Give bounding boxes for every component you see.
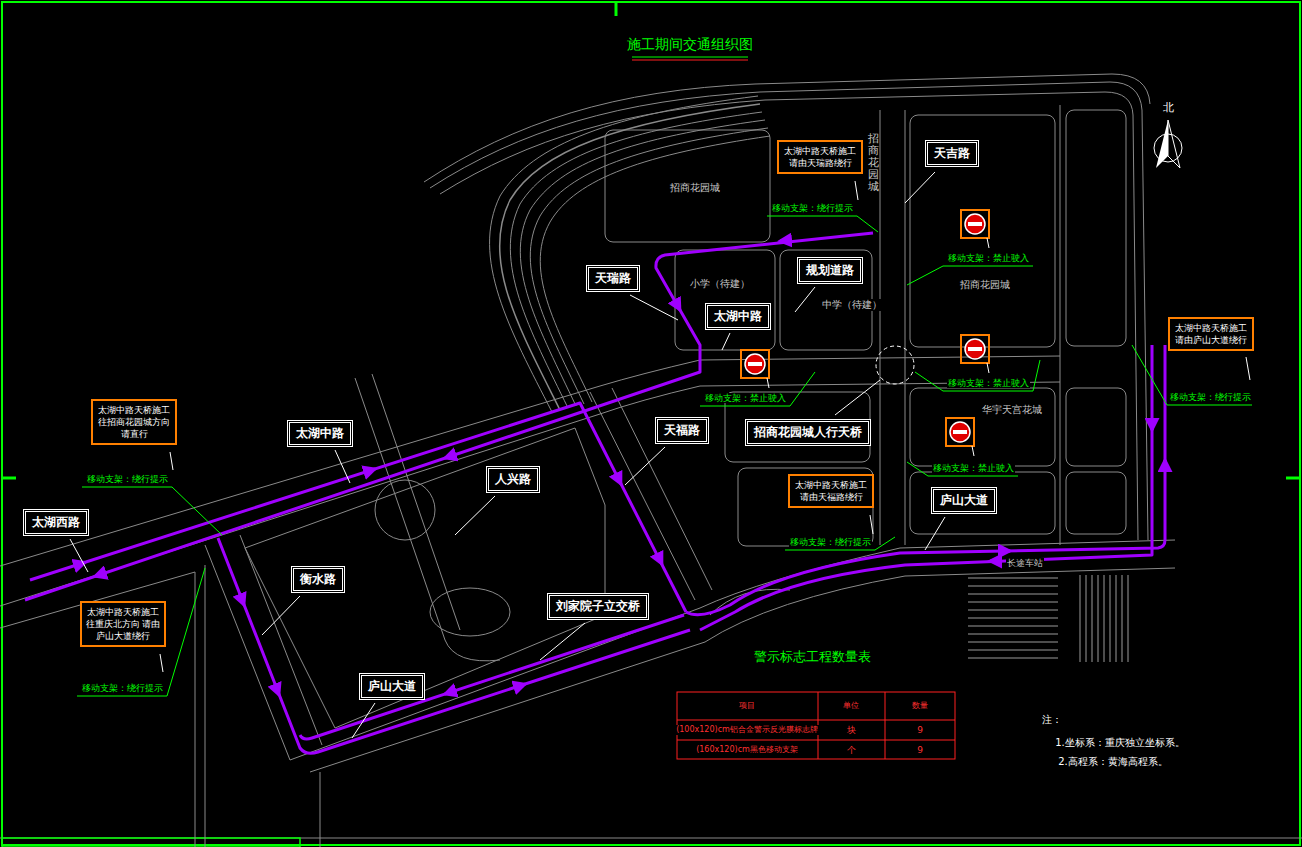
table-cell: 数量 [911, 701, 929, 711]
sign-text: 太湖中路天桥施工 请由天瑞路绕行 [781, 145, 859, 169]
road-name: 太湖中路 [714, 309, 762, 324]
road-name-box: 人兴路 [486, 466, 540, 493]
sign-caption: 移动支架：禁止驶入 [947, 378, 1030, 389]
note: 注： [1041, 714, 1063, 726]
sign-caption: 移动支架：禁止驶入 [932, 463, 1015, 474]
road-name-box: 刘家院子立交桥 [547, 593, 649, 620]
sign-text: 太湖中路天桥施工 往招商花园城方向 请直行 [95, 404, 173, 440]
road-name: 天瑞路 [595, 271, 631, 286]
road-name: 规划道路 [806, 263, 854, 278]
sign-caption: 移动支架：绕行提示 [771, 203, 854, 214]
road-name-box: 太湖中路 [287, 420, 353, 447]
north-label: 北 [1162, 101, 1175, 114]
route-arrow [75, 240, 1165, 695]
road-name: 太湖西路 [32, 515, 80, 530]
detour-route [25, 233, 1165, 753]
no-entry-sign [946, 418, 974, 456]
no-entry-sign [961, 335, 989, 373]
road-name-box: 庐山大道 [359, 673, 425, 700]
road-name-box: 庐山大道 [931, 487, 997, 514]
sign-text: 太湖中路天桥施工 往重庆北方向 请由庐山大道绕行 [84, 606, 162, 642]
area-name: 中学（待建） [821, 299, 883, 311]
no-entry-sign [741, 350, 769, 388]
road-name-box: 天瑞路 [586, 265, 640, 292]
table-cell: 9 [916, 745, 924, 756]
sign-stand [160, 181, 1250, 672]
warning-sign: 太湖中路天桥施工 请由天福路绕行 [788, 474, 874, 508]
road-name-box: 规划道路 [797, 257, 863, 284]
sign-caption: 移动支架：禁止驶入 [704, 393, 787, 404]
road-network [0, 74, 1175, 847]
bus-station [968, 575, 1128, 662]
warning-sign: 太湖中路天桥施工 请由天瑞路绕行 [777, 140, 863, 174]
warning-sign: 太湖中路天桥施工 往招商花园城方向 请直行 [91, 399, 177, 445]
map-title: 施工期间交通组织图 [627, 36, 753, 54]
road-name: 庐山大道 [368, 679, 416, 694]
sign-caption: 移动支架：禁止驶入 [947, 253, 1030, 264]
sign-caption: 移动支架：绕行提示 [1169, 392, 1252, 403]
area-name: 招商花园城 [868, 133, 879, 193]
north-arrow [1154, 120, 1182, 168]
table-cell: 块 [846, 725, 857, 736]
title-underline [632, 57, 748, 58]
sign-caption: 移动支架：绕行提示 [86, 474, 169, 485]
road-name-box: 天吉路 [925, 140, 979, 167]
sign-text: 太湖中路天桥施工 请由庐山大道绕行 [1172, 322, 1250, 346]
warning-sign: 太湖中路天桥施工 往重庆北方向 请由庐山大道绕行 [80, 601, 166, 647]
road-name-box: 天福路 [655, 417, 709, 444]
area-name: 长途车站 [1006, 558, 1044, 569]
leader-line [70, 172, 945, 738]
table-cell: 项目 [738, 701, 756, 711]
area-name: 招商花园城 [959, 279, 1011, 291]
road-name: 天福路 [664, 423, 700, 438]
table-cell: 9 [916, 725, 924, 736]
title-underline [632, 60, 748, 61]
road-name: 刘家院子立交桥 [556, 599, 640, 614]
sign-leader [77, 216, 1252, 696]
table-cell: 单位 [842, 701, 860, 711]
table-cell: (100x120)cm铝合金警示反光膜标志牌 [675, 725, 819, 735]
road-name-box: 衡水路 [291, 566, 345, 593]
road-name: 招商花园城人行天桥 [754, 425, 862, 440]
sign-caption: 移动支架：绕行提示 [81, 683, 164, 694]
road-name-box: 太湖中路 [705, 303, 771, 330]
sign-text: 太湖中路天桥施工 请由天福路绕行 [792, 479, 870, 503]
area-name: 招商花园城 [669, 182, 721, 194]
note: 1.坐标系：重庆独立坐标系。 [1054, 737, 1186, 749]
road-name-box: 招商花园城人行天桥 [745, 419, 871, 446]
bridge-marker [876, 346, 914, 384]
road-name: 衡水路 [300, 572, 336, 587]
note: 2.高程系：黄海高程系。 [1057, 756, 1169, 768]
road-name: 太湖中路 [296, 426, 344, 441]
road-name: 天吉路 [934, 146, 970, 161]
table-cell: 个 [846, 745, 857, 756]
no-entry-sign [961, 210, 989, 248]
road-name: 庐山大道 [940, 493, 988, 508]
area-name: 华宇天宫花城 [981, 404, 1043, 416]
road-name-box: 太湖西路 [23, 509, 89, 536]
sign-caption: 移动支架：绕行提示 [789, 537, 872, 548]
area-name: 小学（待建） [689, 278, 751, 290]
table-cell: (160x120)cm黑色移动支架 [695, 745, 799, 755]
road-name: 人兴路 [495, 472, 531, 487]
table-title: 警示标志工程数量表 [753, 649, 872, 665]
warning-sign: 太湖中路天桥施工 请由庐山大道绕行 [1168, 317, 1254, 351]
